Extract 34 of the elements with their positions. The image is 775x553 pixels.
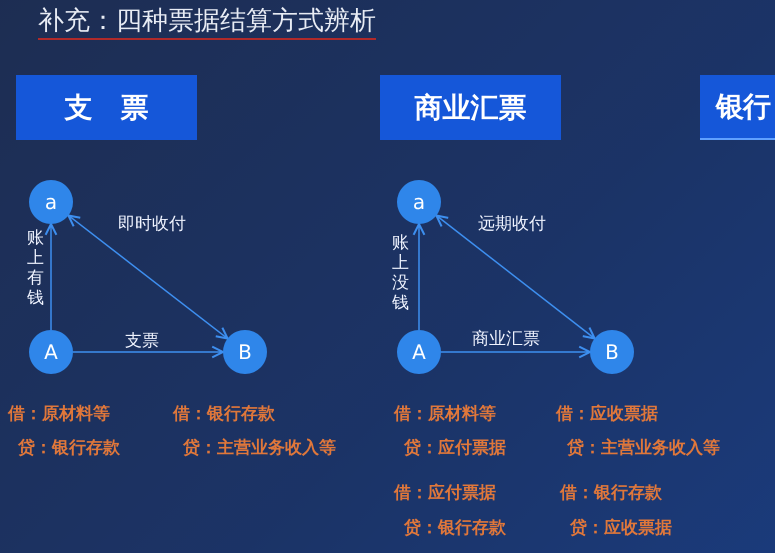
title-box: 商业汇票	[380, 75, 561, 140]
journal-entry: 借：银行存款	[173, 403, 275, 425]
arrow	[412, 223, 426, 330]
party-circle: B	[590, 330, 634, 374]
party-circle: B	[223, 330, 267, 374]
edge-label: 即时收付	[118, 214, 186, 234]
title-box: 银行	[700, 75, 775, 140]
arrow	[435, 214, 596, 340]
journal-entry: 贷：银行存款	[404, 517, 506, 539]
edge-label: 商业汇票	[472, 329, 540, 349]
arrow	[67, 214, 229, 340]
title-box: 支 票	[16, 75, 197, 140]
arrow	[441, 346, 592, 358]
edge-label: 远期收付	[478, 214, 546, 234]
journal-entry: 借：银行存款	[560, 482, 662, 504]
journal-entry: 借：原材料等	[394, 403, 496, 425]
party-circle: a	[29, 180, 73, 224]
journal-entry: 贷：应收票据	[570, 517, 672, 539]
arrow	[73, 346, 224, 358]
journal-entry: 贷：主营业务收入等	[567, 437, 720, 459]
journal-entry: 贷：银行存款	[18, 437, 120, 459]
edge-label: 支票	[125, 331, 159, 351]
journal-entry: 贷：主营业务收入等	[183, 437, 336, 459]
arrow	[44, 223, 58, 330]
journal-entry: 借：应付票据	[394, 482, 496, 504]
journal-entry: 借：原材料等	[8, 403, 110, 425]
party-circle: A	[397, 330, 441, 374]
journal-entry: 贷：应付票据	[404, 437, 506, 459]
edge-label: 账上没钱	[392, 233, 410, 313]
party-circle: a	[397, 180, 441, 224]
party-circle: A	[29, 330, 73, 374]
title: 补充：四种票据结算方式辨析	[38, 4, 376, 40]
edge-label: 账上有钱	[27, 228, 45, 308]
journal-entry: 借：应收票据	[556, 403, 658, 425]
